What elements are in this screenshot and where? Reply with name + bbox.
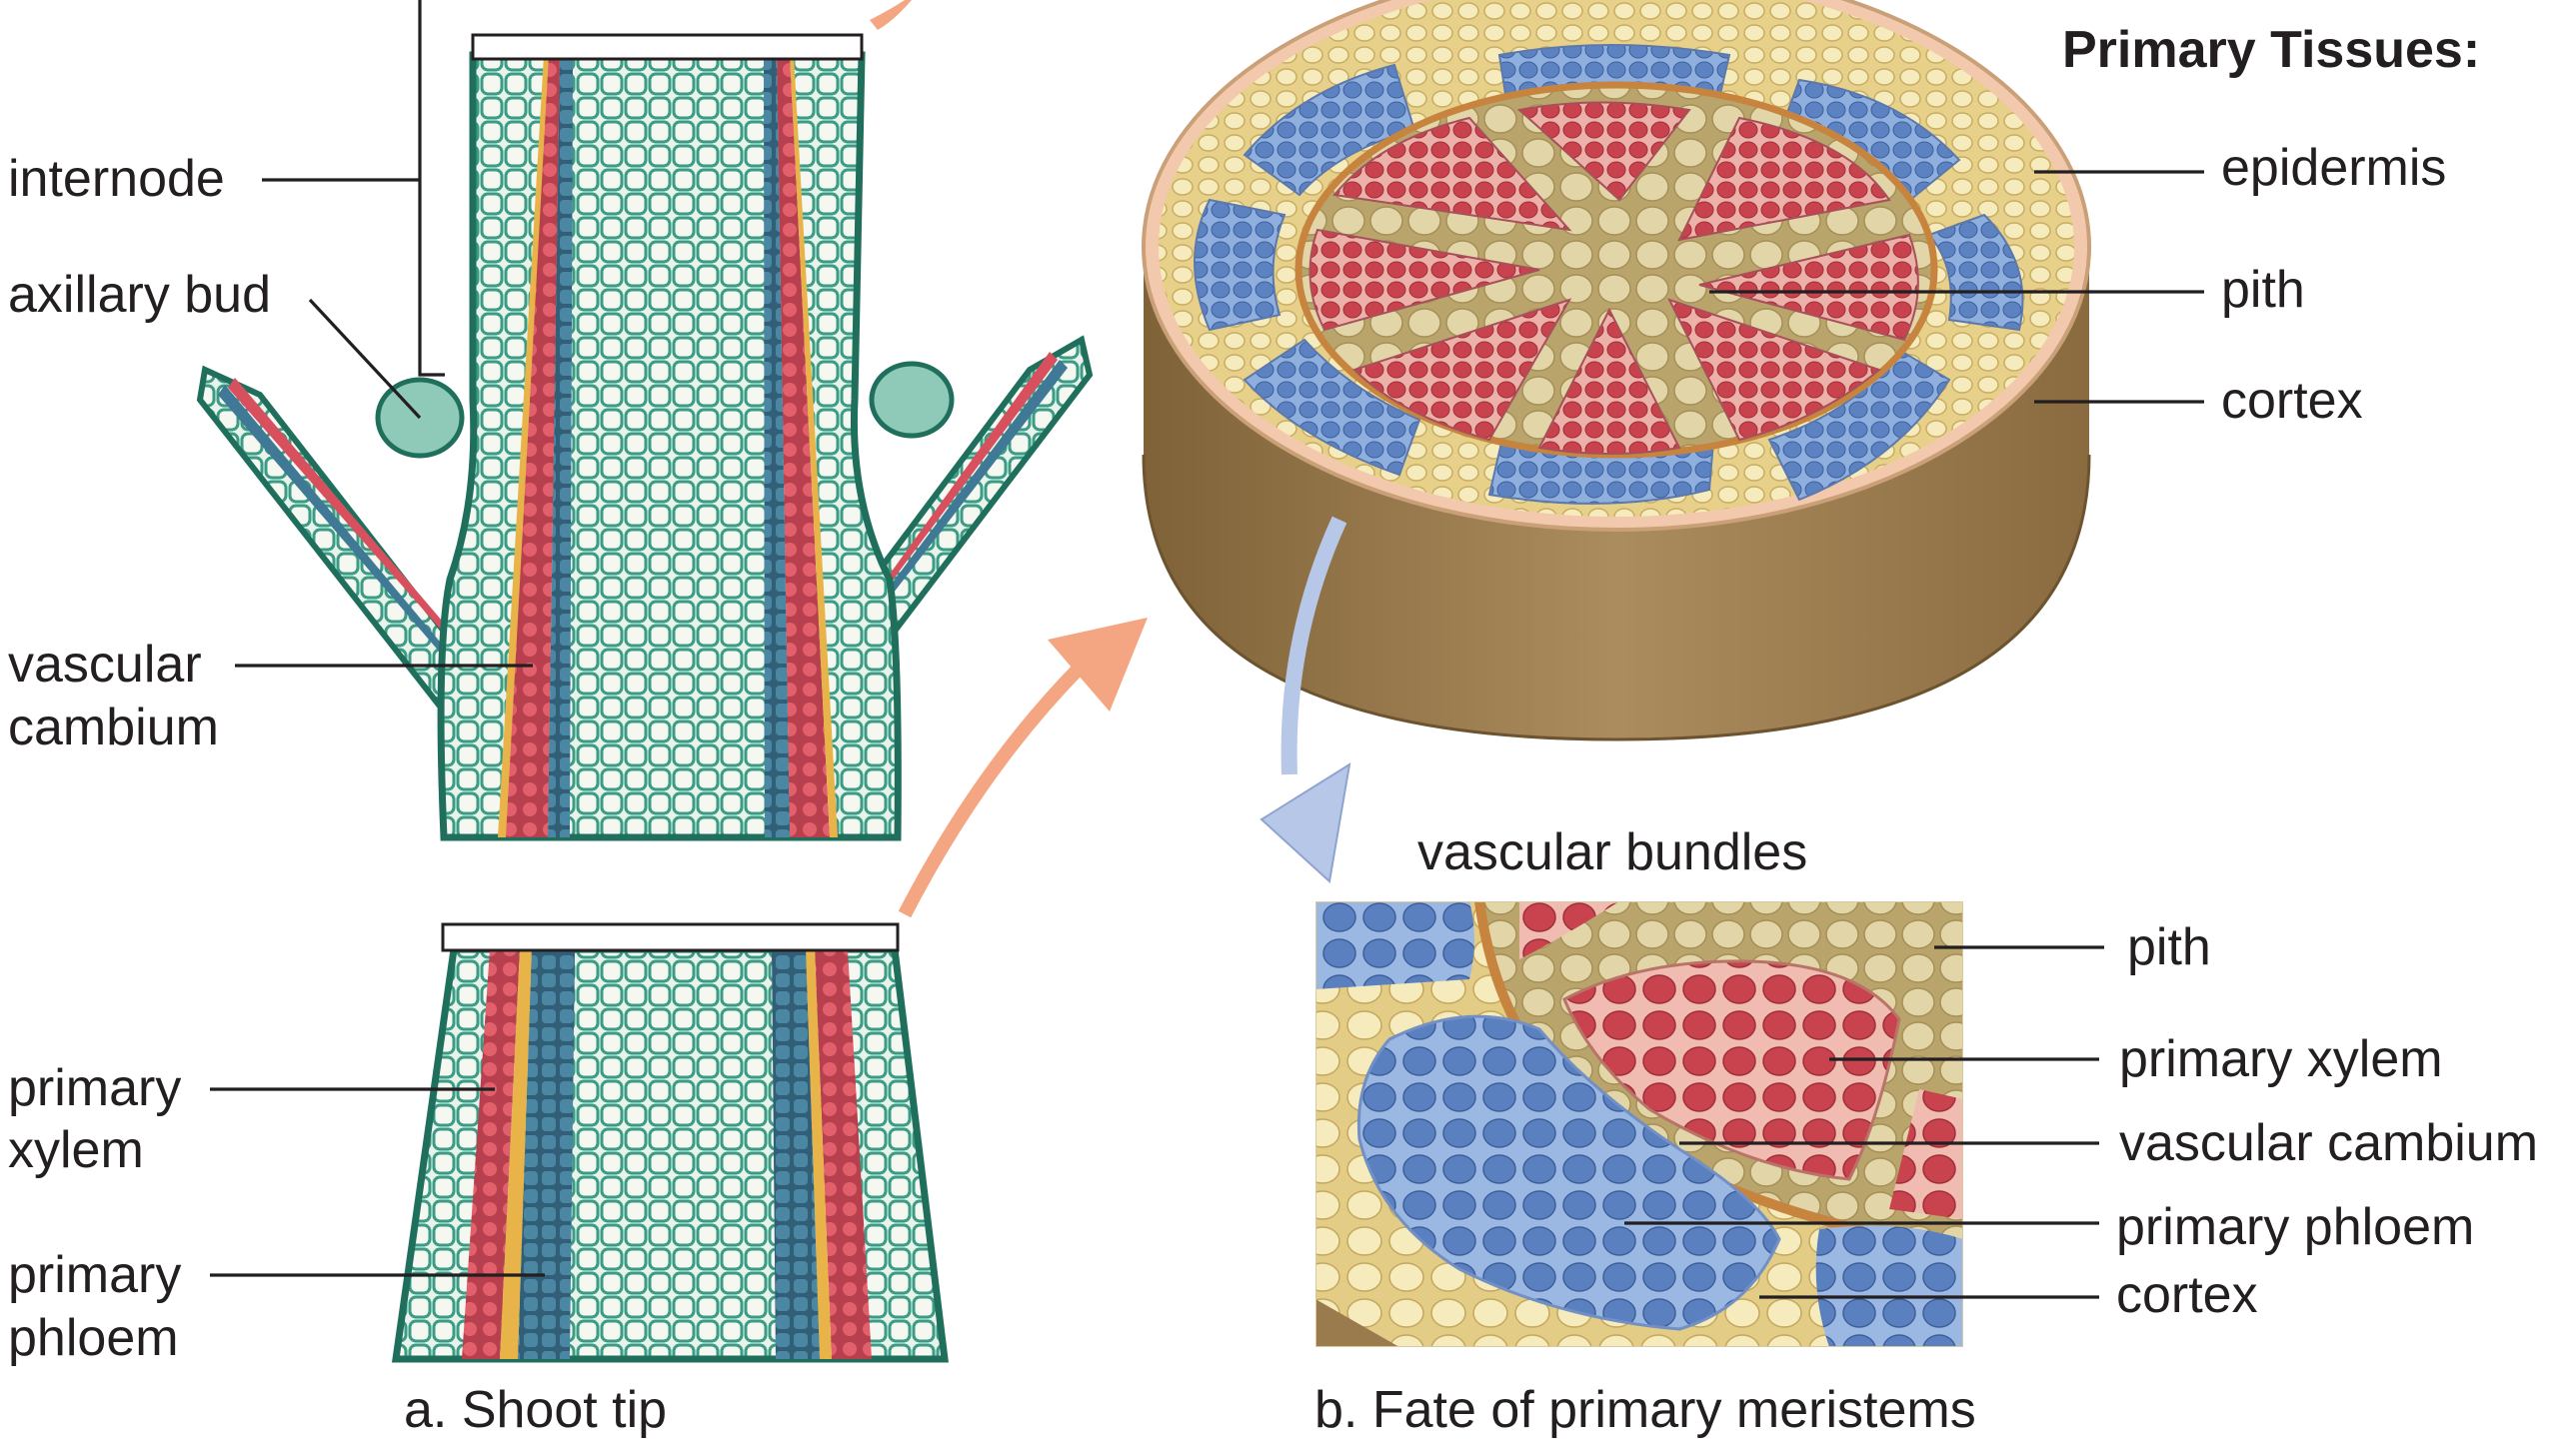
svg-text:pith: pith: [2221, 261, 2305, 319]
svg-text:cambium: cambium: [8, 699, 219, 756]
svg-text:vascular: vascular: [8, 636, 202, 694]
svg-text:primary: primary: [8, 1059, 181, 1117]
svg-text:primary: primary: [8, 1246, 181, 1304]
label-detail-pith: pith: [1934, 918, 2211, 976]
label-detail-cortex: cortex: [1759, 1266, 2258, 1324]
svg-text:xylem: xylem: [8, 1121, 144, 1179]
svg-text:cortex: cortex: [2116, 1266, 2258, 1324]
label-primary-xylem: primary xylem: [8, 1059, 495, 1179]
label-detail-vascular-cambium: vascular cambium: [1679, 1114, 2538, 1172]
xylem-wedges: [1308, 101, 1919, 455]
svg-text:cortex: cortex: [2221, 372, 2363, 430]
stem-cross-section: [1142, 0, 2091, 741]
svg-text:pith: pith: [2127, 918, 2211, 976]
label-pith: pith: [1709, 261, 2305, 319]
svg-text:axillary bud: axillary bud: [8, 266, 271, 324]
caption-fate-of-primary-meristems: b. Fate of primary meristems: [1314, 1381, 1976, 1439]
label-primary-phloem: primary phloem: [8, 1246, 545, 1367]
svg-text:internode: internode: [8, 150, 225, 208]
label-detail-primary-xylem: primary xylem: [1829, 1030, 2443, 1088]
detail-arrow: [1260, 516, 1351, 883]
shoot-tip-lower: [391, 922, 949, 1363]
svg-text:primary xylem: primary xylem: [2119, 1030, 2443, 1088]
label-vascular-bundles: vascular bundles: [1417, 823, 1807, 881]
label-internode: internode: [8, 0, 445, 377]
svg-text:epidermis: epidermis: [2221, 139, 2446, 197]
svg-text:primary phloem: primary phloem: [2116, 1198, 2474, 1256]
label-vascular-cambium: vascular cambium: [8, 636, 533, 756]
caption-shoot-tip: a. Shoot tip: [404, 1381, 667, 1439]
label-epidermis: epidermis: [2034, 139, 2446, 197]
label-cortex: cortex: [2034, 372, 2363, 430]
vascular-bundle-detail: [1315, 901, 1963, 1347]
section-arrow-lower: [898, 618, 1148, 918]
primary-tissues-heading: Primary Tissues:: [2062, 21, 2480, 79]
section-arrow-upper: [870, 0, 912, 30]
label-axillary-bud: axillary bud: [8, 266, 422, 420]
svg-text:vascular cambium: vascular cambium: [2119, 1114, 2538, 1172]
label-detail-primary-phloem: primary phloem: [1624, 1198, 2474, 1256]
svg-text:phloem: phloem: [8, 1309, 179, 1367]
shoot-tip-upper: [196, 33, 1094, 841]
